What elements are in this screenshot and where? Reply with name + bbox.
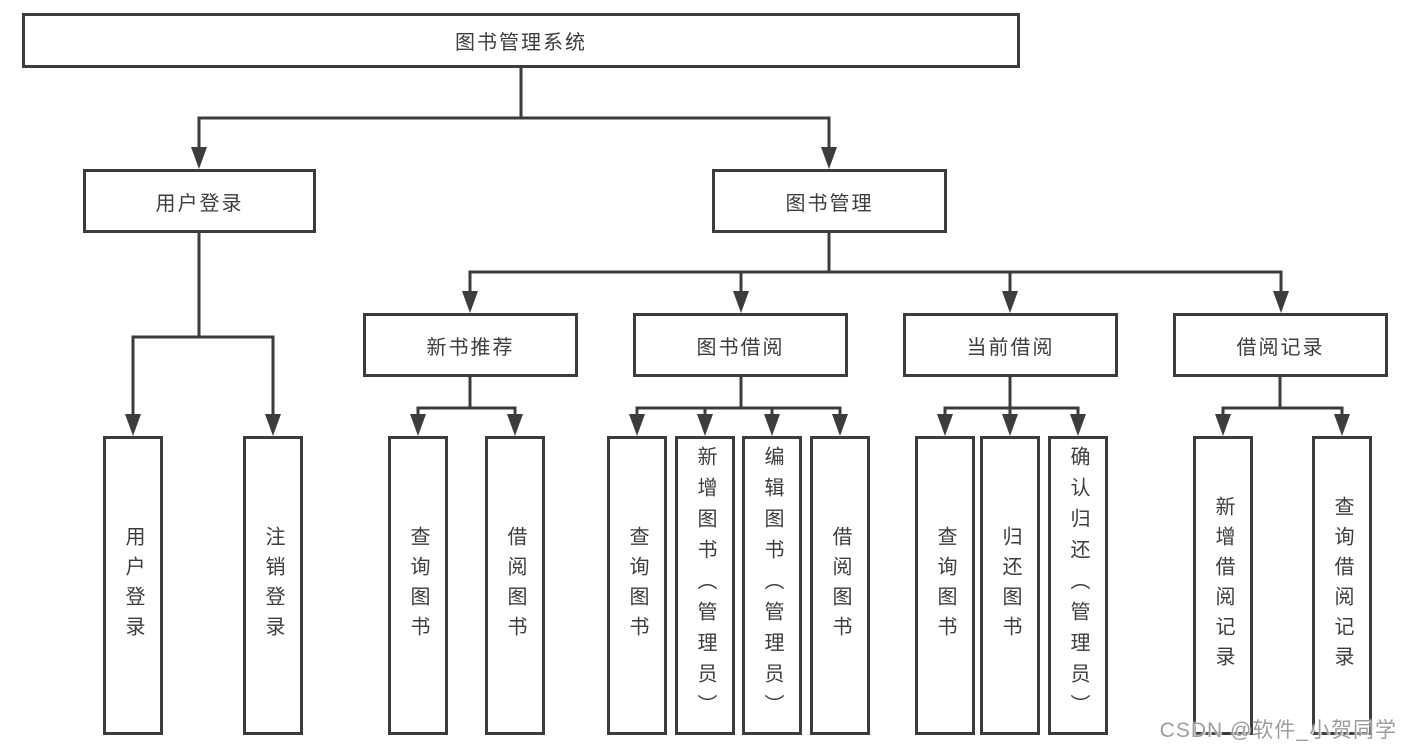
leaf-edit-books-admin: 编辑图书（管理员） — [742, 436, 802, 735]
leaf-edit-books-admin-label: 编辑图书（管理员） — [761, 446, 783, 725]
node-user-login: 用户登录 — [83, 169, 316, 233]
node-book-borrowing: 图书借阅 — [633, 313, 848, 377]
node-book-management-label: 图书管理 — [785, 192, 874, 215]
leaf-return-books-label: 归还图书 — [999, 525, 1021, 646]
node-current-borrowing-label: 当前借阅 — [966, 336, 1055, 359]
leaf-query-books: 查询图书 — [388, 436, 448, 735]
leaf-logout-label: 注销登录 — [262, 525, 284, 646]
leaf-query-books: 查询图书 — [607, 436, 667, 735]
leaf-query-borrow-record-label: 查询借阅记录 — [1331, 495, 1353, 676]
leaf-borrow-books: 借阅图书 — [485, 436, 545, 735]
node-user-login-label: 用户登录 — [155, 192, 244, 215]
arrowheads — [125, 147, 1350, 436]
node-root: 图书管理系统 — [22, 13, 1020, 68]
leaf-confirm-return-admin: 确认归还（管理员） — [1048, 436, 1108, 735]
node-new-book-recommend-label: 新书推荐 — [426, 336, 515, 359]
leaf-user-login: 用户登录 — [103, 436, 163, 735]
leaf-query-books-label: 查询图书 — [626, 525, 648, 646]
csdn-watermark: CSDN @软件_小贺同学 — [1159, 719, 1397, 742]
leaf-borrow-books-label: 借阅图书 — [829, 525, 851, 646]
leaf-borrow-books: 借阅图书 — [810, 436, 870, 735]
leaf-query-books-label: 查询图书 — [934, 525, 956, 646]
node-book-borrowing-label: 图书借阅 — [696, 336, 785, 359]
leaf-query-borrow-record: 查询借阅记录 — [1312, 436, 1372, 735]
node-root-label: 图书管理系统 — [455, 32, 587, 54]
node-book-management: 图书管理 — [712, 169, 947, 233]
leaf-confirm-return-admin-label: 确认归还（管理员） — [1067, 446, 1089, 725]
leaf-add-books-admin-label: 新增图书（管理员） — [694, 446, 716, 725]
leaf-add-books-admin: 新增图书（管理员） — [675, 436, 735, 735]
node-current-borrowing: 当前借阅 — [903, 313, 1118, 377]
leaf-query-books: 查询图书 — [915, 436, 975, 735]
node-borrowing-records: 借阅记录 — [1173, 313, 1388, 377]
node-borrowing-records-label: 借阅记录 — [1236, 336, 1325, 359]
leaf-add-borrow-record: 新增借阅记录 — [1193, 436, 1253, 735]
leaf-user-login-label: 用户登录 — [122, 525, 144, 646]
node-new-book-recommend: 新书推荐 — [363, 313, 578, 377]
leaf-logout: 注销登录 — [243, 436, 303, 735]
leaf-borrow-books-label: 借阅图书 — [504, 525, 526, 646]
leaf-query-books-label: 查询图书 — [407, 525, 429, 646]
leaf-return-books: 归还图书 — [980, 436, 1040, 735]
leaf-add-borrow-record-label: 新增借阅记录 — [1212, 495, 1234, 676]
